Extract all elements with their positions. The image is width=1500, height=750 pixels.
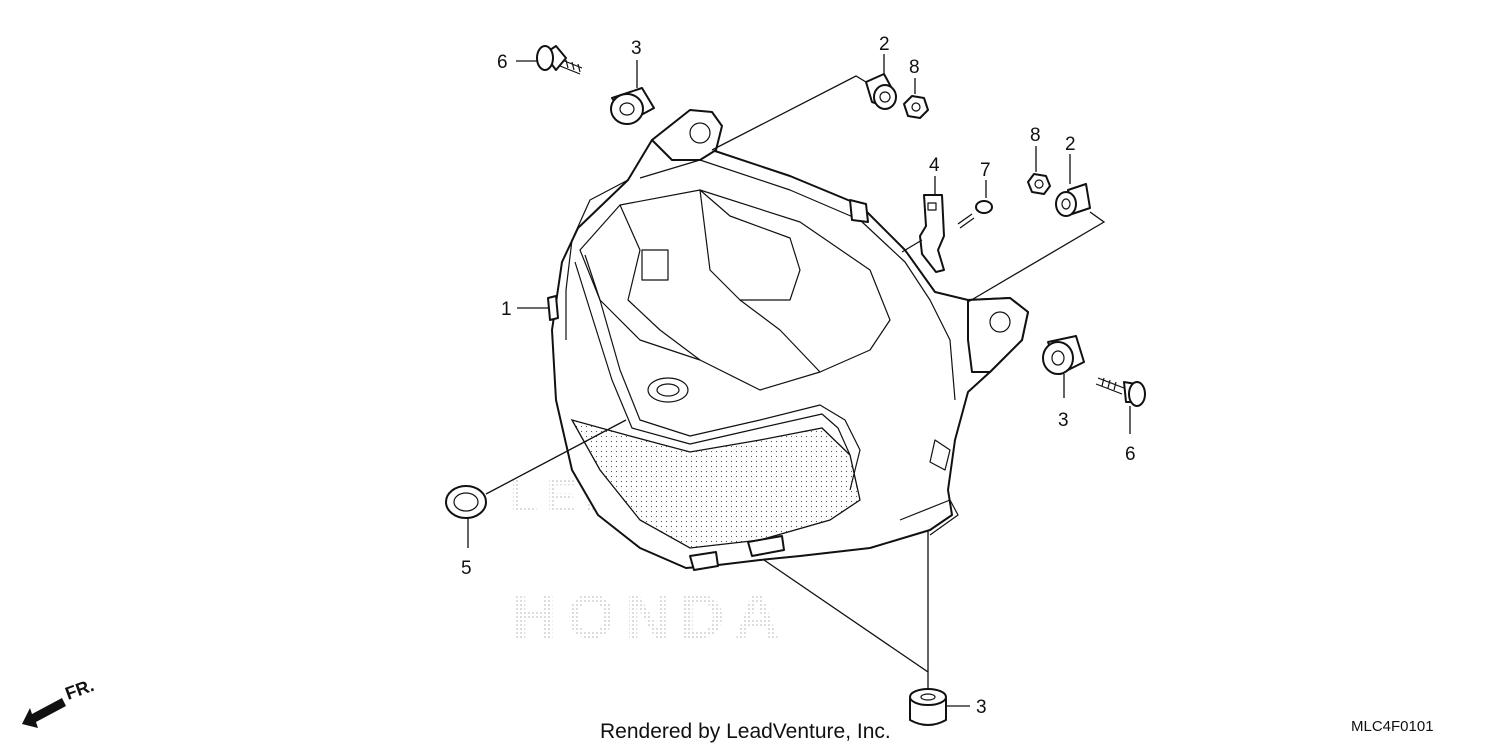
grommet-part-3-right bbox=[1042, 335, 1085, 375]
inner-cover-slot bbox=[641, 249, 669, 281]
leader-lines bbox=[467, 54, 1131, 707]
lower-clip-right bbox=[747, 535, 785, 557]
bolt-part-6-right bbox=[1095, 377, 1146, 407]
top-clip bbox=[849, 199, 869, 223]
adjuster-knob bbox=[647, 377, 689, 403]
bracket-part bbox=[919, 194, 945, 273]
upper-mount-hole bbox=[689, 122, 711, 144]
inner-cover-ridge-right bbox=[739, 299, 821, 373]
grommet-part-3-bottom bbox=[909, 688, 947, 726]
bolt-part-6-upper bbox=[536, 45, 583, 75]
callout-8-upper: 8 bbox=[909, 57, 920, 78]
grommet-part-3-upper bbox=[610, 87, 655, 125]
diagram-code: MLC4F0101 bbox=[1351, 718, 1434, 735]
housing-rim-top bbox=[639, 159, 956, 401]
headlight-assembly bbox=[547, 109, 1029, 571]
headlight-lens bbox=[570, 418, 861, 549]
front-arrow-icon bbox=[22, 698, 66, 728]
lens-frame-upper bbox=[584, 254, 861, 491]
watermark-line2: HONDA bbox=[512, 583, 789, 652]
adjuster-knob-inner bbox=[656, 383, 680, 397]
inner-cover-ridge-left bbox=[619, 204, 701, 361]
render-credit: Rendered by LeadVenture, Inc. bbox=[600, 720, 891, 743]
callout-3-right: 3 bbox=[1058, 410, 1069, 431]
front-marker-label: FR. bbox=[63, 675, 97, 704]
callouts: 6 3 2 8 8 2 4 7 1 3 6 5 3 bbox=[461, 34, 1136, 718]
side-clip bbox=[929, 439, 951, 471]
callout-6-right: 6 bbox=[1125, 444, 1136, 465]
housing-rim-left bbox=[565, 179, 629, 340]
callout-3-upper: 3 bbox=[631, 38, 642, 59]
inner-cover-window bbox=[699, 189, 801, 301]
collar-part-2-right bbox=[1055, 183, 1091, 217]
screw-part-7 bbox=[957, 200, 993, 229]
lower-clip-left bbox=[689, 551, 719, 571]
left-side-tab bbox=[547, 295, 559, 321]
callout-2-right: 2 bbox=[1065, 134, 1076, 155]
lens-frame-upper-inner bbox=[574, 261, 851, 456]
nut-part-8-upper bbox=[903, 95, 929, 119]
collar-part-2-upper bbox=[865, 73, 897, 110]
callout-3-bottom: 3 bbox=[976, 697, 987, 718]
upper-mount-tab bbox=[651, 109, 723, 161]
callout-7: 7 bbox=[980, 160, 991, 181]
right-mount-tab bbox=[967, 297, 1029, 373]
grommet-part-5 bbox=[445, 485, 487, 519]
lower-mount-boss bbox=[899, 499, 959, 536]
callout-5: 5 bbox=[461, 558, 472, 579]
callout-2-upper: 2 bbox=[879, 34, 890, 55]
callout-8-right: 8 bbox=[1030, 125, 1041, 146]
callout-4: 4 bbox=[929, 155, 940, 176]
right-mount-hole bbox=[989, 311, 1011, 333]
front-direction-marker: FR. bbox=[22, 675, 97, 728]
nut-part-8-right bbox=[1027, 173, 1051, 195]
callout-1: 1 bbox=[501, 299, 512, 320]
callout-6-upper: 6 bbox=[497, 52, 508, 73]
